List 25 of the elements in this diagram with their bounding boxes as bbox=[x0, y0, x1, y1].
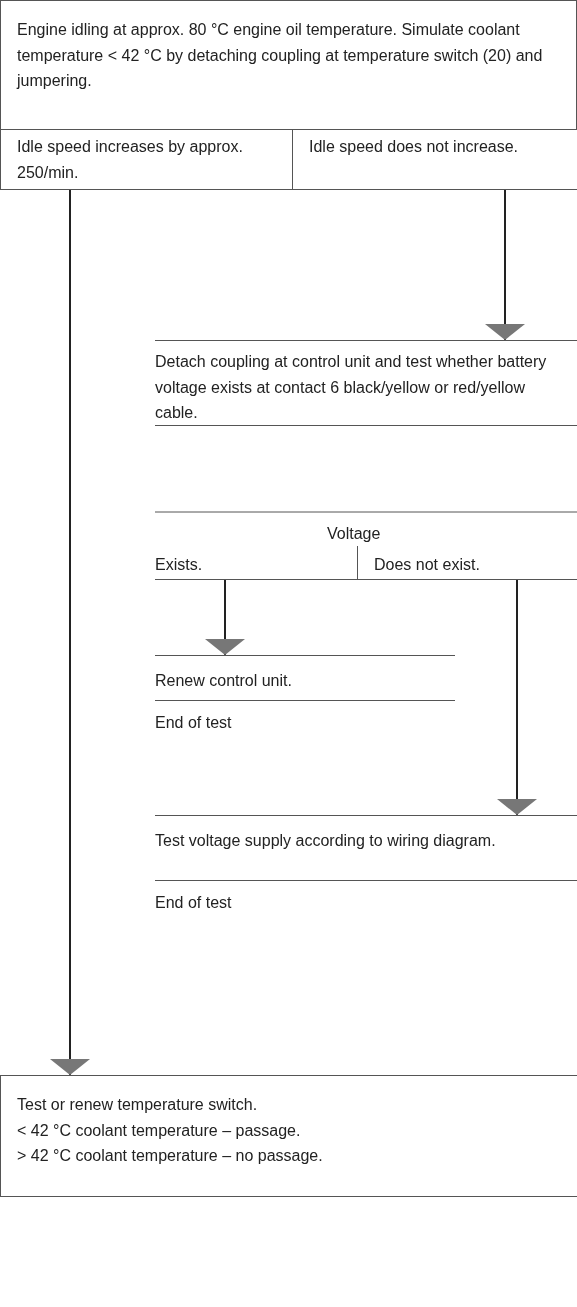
step-text: Detach coupling at control unit and test whether battery voltage exists at contact 6 black/yellow or red/yellow cable. bbox=[155, 352, 548, 424]
arrow bbox=[50, 189, 90, 1076]
step-text: < 42 °C coolant temperature – passage. bbox=[17, 1120, 302, 1141]
step-text: Idle speed increases by approx. 250/min. bbox=[17, 137, 244, 183]
step-text: Test or renew temperature switch. bbox=[17, 1095, 259, 1115]
step-text: Does not exist. bbox=[374, 555, 481, 575]
step-text: End of test bbox=[155, 713, 233, 733]
step-text: Exists. bbox=[155, 555, 204, 575]
step-box bbox=[0, 0, 577, 130]
step-box bbox=[155, 340, 577, 426]
arrow bbox=[485, 189, 525, 341]
arrow bbox=[205, 579, 245, 656]
step-text: Idle speed does not increase. bbox=[309, 137, 520, 157]
step-text: End of test bbox=[155, 893, 233, 913]
condition-label: Voltage bbox=[327, 524, 381, 544]
step-box bbox=[357, 552, 577, 580]
step-text: Renew control unit. bbox=[155, 671, 293, 691]
step-text: Test voltage supply according to wiring diagram. bbox=[155, 831, 497, 851]
step-box bbox=[292, 130, 577, 190]
step-box bbox=[155, 815, 577, 881]
step-text: > 42 °C coolant temperature – no passage. bbox=[17, 1146, 324, 1167]
arrow bbox=[497, 579, 537, 816]
step-box bbox=[0, 130, 292, 190]
step-text: Engine idling at approx. 80 °C engine oil temperature. Simulate coolant temperature < 42 °C by detaching coupling at temperature switch (20) and jumpering. bbox=[17, 20, 544, 92]
step-box bbox=[0, 1075, 577, 1197]
